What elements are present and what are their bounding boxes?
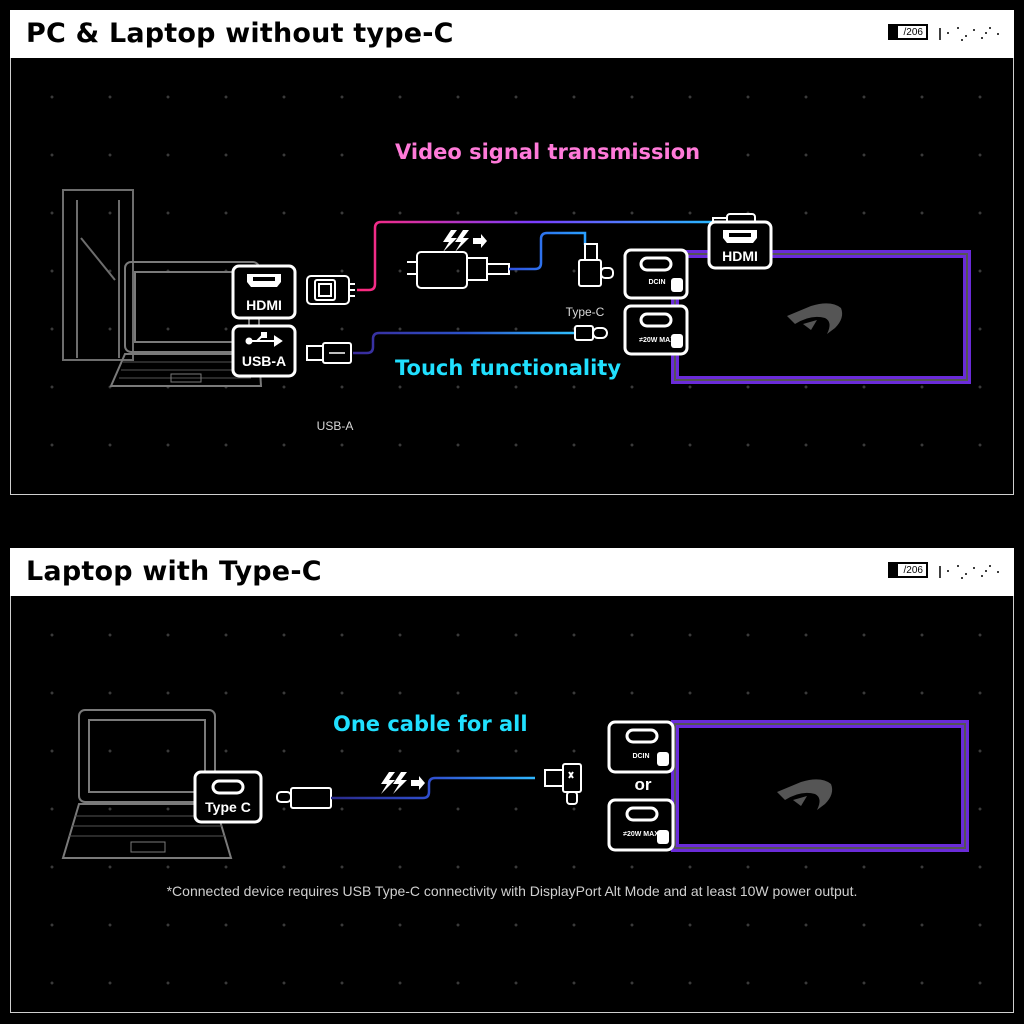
displayport-icon xyxy=(657,830,669,844)
usb-c-plug-icon xyxy=(574,325,608,341)
monitor-typec-port-20w xyxy=(623,304,689,356)
video-signal-label: Video signal transmission xyxy=(395,140,701,164)
panel-title: PC & Laptop without type-C xyxy=(26,18,454,49)
port-dcin-text: DCIN xyxy=(648,279,665,286)
panel-header: PC & Laptop without type-C /206 xyxy=(10,10,1014,58)
touch-functionality-label: Touch functionality xyxy=(395,356,622,380)
monitor-hdmi-port xyxy=(707,220,773,270)
desktop-tower-icon xyxy=(62,189,134,361)
usb-icon xyxy=(245,332,283,347)
port-20w-text: ≠20W MAX xyxy=(639,337,675,344)
laptop-typec-port xyxy=(193,770,263,824)
rog-logo-icon xyxy=(787,303,843,334)
usba-caption: USB-A xyxy=(317,419,354,433)
power-adapter-icon xyxy=(407,251,510,289)
typec-caption: Type-C xyxy=(566,305,605,319)
rog-logo-icon xyxy=(777,779,833,810)
usba-port-label: USB-A xyxy=(242,353,286,369)
panel-header: Laptop with Type-C /206 xyxy=(10,548,1014,596)
laptop-icon xyxy=(109,261,263,387)
displayport-icon xyxy=(657,752,669,766)
page-badge: /206 xyxy=(888,562,928,578)
panel-body: HDMI USB-A xyxy=(10,58,1014,495)
usba-plug-icon xyxy=(306,342,352,364)
laptop-icon xyxy=(61,709,233,859)
header-dots-icon xyxy=(939,27,999,41)
monitor-typec-port-dcin xyxy=(623,248,689,300)
hdmi-port-label: HDMI xyxy=(246,297,282,313)
panel-with-typec: Laptop with Type-C /206 xyxy=(10,548,1014,1014)
laptop-usba-port xyxy=(231,324,297,378)
monitor-typec-port-20w xyxy=(607,798,675,852)
one-cable-label: One cable for all xyxy=(333,712,528,736)
monitor-typec-port-dcin xyxy=(607,720,675,774)
panel-without-typec: PC & Laptop without type-C /206 xyxy=(10,10,1014,496)
usb-c-plug-icon xyxy=(276,787,332,809)
port-20w-text: ≠20W MAX xyxy=(623,831,659,838)
typec-port-label: Type C xyxy=(205,799,251,815)
panel-body: Type C xyxy=(10,596,1014,1013)
header-dots-icon xyxy=(939,565,999,579)
footnote: *Connected device requires USB Type-C co… xyxy=(166,883,858,899)
power-cable xyxy=(509,231,587,271)
power-typec-plug-icon xyxy=(578,243,614,287)
connection-diagram: Type C xyxy=(61,709,969,859)
connection-diagram: HDMI USB-A xyxy=(62,189,971,433)
lightning-icon xyxy=(381,772,425,794)
lightning-icon xyxy=(443,230,487,252)
displayport-icon xyxy=(671,334,683,348)
page-badge: /206 xyxy=(888,24,928,40)
or-label: or xyxy=(635,775,652,794)
laptop-hdmi-port xyxy=(231,264,297,320)
monitor-hdmi-label: HDMI xyxy=(722,248,758,264)
video-cable xyxy=(357,220,713,292)
hdmi-plug-icon xyxy=(306,275,355,305)
panel-title: Laptop with Type-C xyxy=(26,556,322,587)
single-cable xyxy=(331,776,535,800)
displayport-icon xyxy=(671,278,683,292)
touch-cable xyxy=(353,331,575,355)
angled-typec-plug-icon xyxy=(544,763,582,805)
port-dcin-text: DCIN xyxy=(632,753,649,760)
